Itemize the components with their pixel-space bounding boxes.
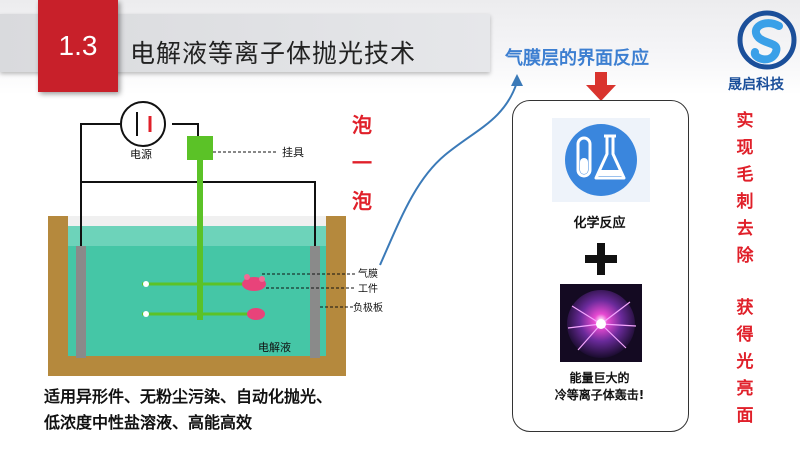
vertical-char: 实 <box>736 111 754 131</box>
interface-reaction-title: 气膜层的界面反应 <box>505 48 649 69</box>
vertical-char: 面 <box>736 406 754 426</box>
vertical-char: 亮 <box>736 379 754 399</box>
company-logo-icon <box>737 10 797 70</box>
company-name: 晟启科技 <box>728 77 784 93</box>
bubble-char: 一 <box>352 151 372 175</box>
plasma-ball-icon <box>560 284 642 362</box>
cathode-plate-label: 负极板 <box>353 301 383 314</box>
bubble-char: 泡 <box>352 113 372 137</box>
plasma-label-line2: 冷等离子体轰击! <box>554 388 645 402</box>
plasma-label: 能量巨大的 冷等离子体轰击! <box>512 370 687 404</box>
vertical-char: 得 <box>736 325 754 345</box>
feature-line-1: 适用异形件、无粉尘污染、自动化抛光、 <box>44 387 333 406</box>
hanger-label: 挂具 <box>282 145 304 159</box>
vertical-char: 去 <box>736 219 754 239</box>
deburring-text: 实 现 毛 刺 去 除 获 得 光 亮 面 <box>731 108 759 430</box>
bubble-note: 泡 一 泡 <box>348 106 376 220</box>
gas-film-label: 气膜 <box>358 267 378 280</box>
curved-arrow <box>379 74 523 266</box>
section-number-badge: 1.3 <box>38 0 118 92</box>
flask-icon <box>552 118 650 202</box>
page-title: 电解液等离子体抛光技术 <box>130 39 417 68</box>
vertical-char: 现 <box>736 138 754 158</box>
chemical-reaction-label: 化学反应 <box>573 216 626 231</box>
vertical-char: 毛 <box>736 165 754 185</box>
bubble-char: 泡 <box>352 189 372 213</box>
feature-summary: 适用异形件、无粉尘污染、自动化抛光、 低浓度中性盐溶液、高能高效 <box>44 384 332 436</box>
vertical-char: 获 <box>736 298 754 318</box>
power-label: 电源 <box>130 147 152 161</box>
vertical-char: 除 <box>736 246 754 266</box>
electrolysis-diagram: 电源 挂具 气膜 工件 负极板 电解液 <box>48 101 383 376</box>
plus-icon <box>585 243 617 275</box>
vertical-char: 刺 <box>736 192 754 212</box>
arrow-down-icon <box>586 72 616 101</box>
vertical-char: 光 <box>736 352 754 372</box>
electrolyte-label: 电解液 <box>258 340 291 354</box>
plasma-label-line1: 能量巨大的 <box>569 371 630 385</box>
workpiece-label: 工件 <box>358 283 378 295</box>
feature-line-2: 低浓度中性盐溶液、高能高效 <box>44 413 253 432</box>
